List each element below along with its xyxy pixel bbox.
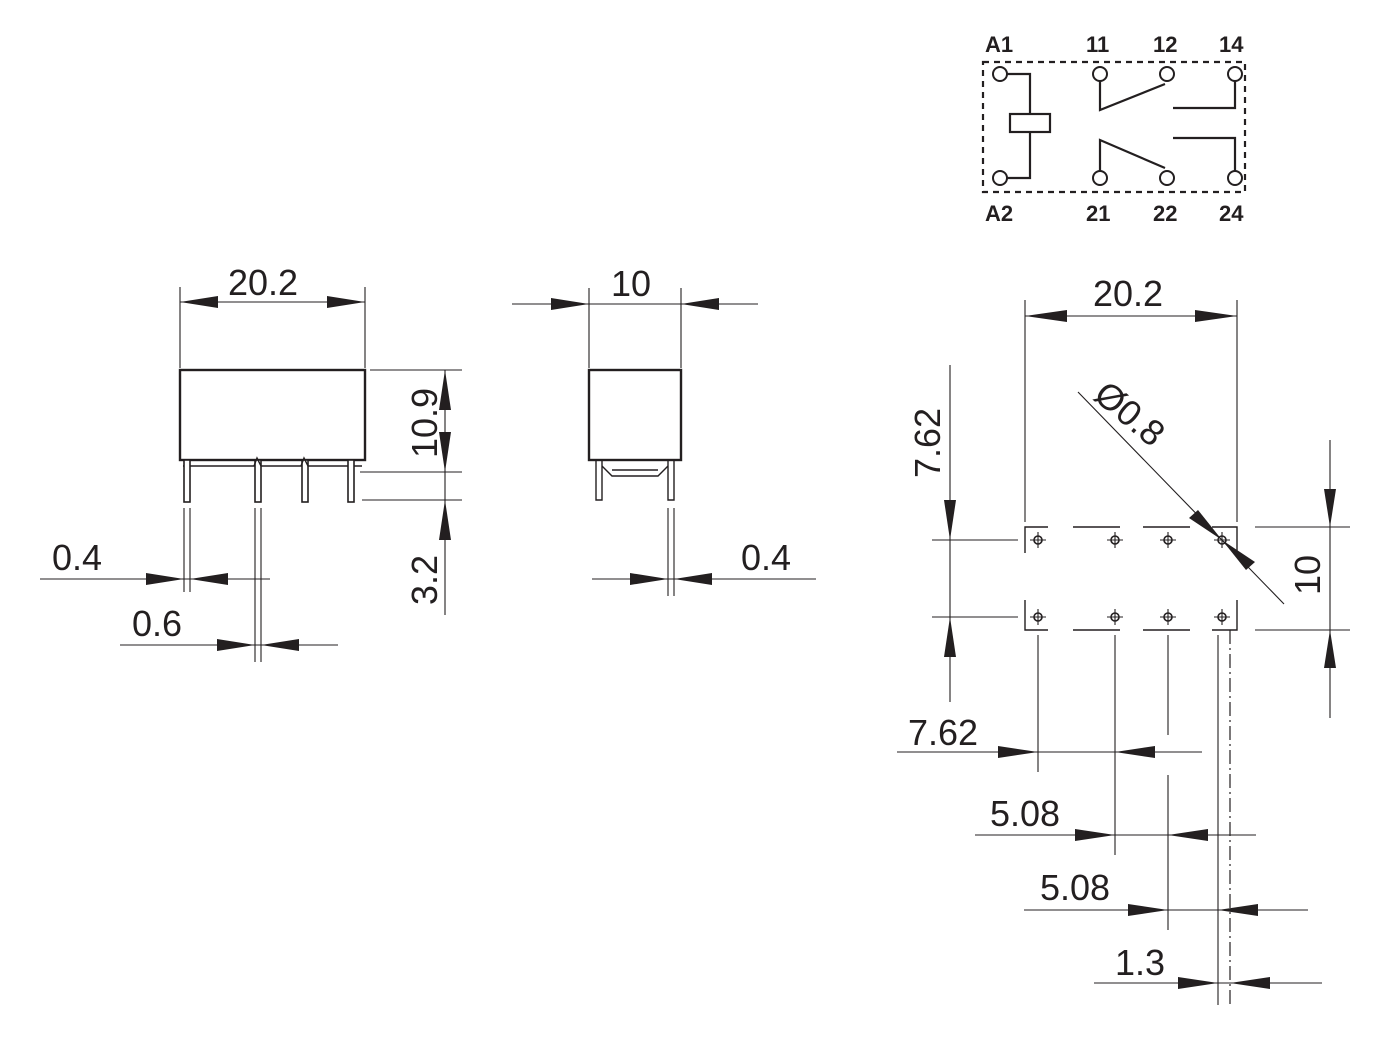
arrow [674,573,712,585]
arrow [998,746,1038,758]
side-view: 20.2 10.9 3.2 0.4 0.6 [40,262,462,662]
contact-1-common [1098,74,1166,112]
side-pin-3 [301,459,309,503]
label-22: 22 [1153,201,1177,226]
label-a1: A1 [985,32,1013,57]
terminal-a1 [992,66,1008,82]
arrow [681,298,719,310]
dim-pin-length: 3.2 [404,555,445,605]
terminal-14 [1227,66,1243,82]
dim-side-width: 20.2 [228,262,298,303]
leader-line [1077,391,1285,605]
terminal-12 [1159,66,1175,82]
arrow [439,500,451,540]
dim-end-width: 10 [611,263,651,304]
arrow [146,573,184,585]
coil-symbol [1008,112,1052,134]
arrow [1218,904,1258,916]
terminal-22 [1159,170,1175,186]
label-14: 14 [1219,32,1244,57]
relay-body-side [178,368,367,462]
arrow [217,639,255,651]
dim-offset-horizontal: 7.62 [908,712,978,753]
dim-footprint-width: 20.2 [1093,273,1163,314]
outline-corner [1212,526,1238,553]
dim-offset-last: 1.3 [1115,942,1165,983]
hole-crosshairs [1030,532,1230,625]
coil-lead-top [1000,72,1032,114]
dim-pitch-2: 5.08 [1040,867,1110,908]
contact-2-common [1098,138,1166,178]
side-pin-1 [183,459,191,503]
arrow [439,370,451,410]
arrow [630,573,668,585]
arrow [1324,489,1336,527]
dim-pin-thickness: 0.6 [132,603,182,644]
arrow [1115,746,1155,758]
dim-offset-vertical: 7.62 [907,408,948,478]
relay-body-end [587,368,683,462]
arrow [944,617,956,657]
terminal-11 [1092,66,1108,82]
relay-schematic: A1 11 12 14 A2 21 22 24 [981,32,1247,226]
arrow [1324,630,1336,668]
dim-hole-diameter: Ø0.8 [1087,373,1173,455]
outline-corner [1024,600,1048,631]
arrow [261,639,299,651]
schematic-outline [981,60,1247,194]
label-24: 24 [1219,201,1244,226]
arrow [1222,540,1255,570]
arrow [1230,977,1270,989]
footprint-holes [1030,532,1230,625]
contact-1-no [1173,74,1237,110]
arrow [944,500,956,540]
label-a2: A2 [985,201,1013,226]
label-12: 12 [1153,32,1177,57]
arrow [1075,829,1115,841]
end-pins [595,460,675,501]
terminal-21 [1092,170,1108,186]
terminal-24 [1227,170,1243,186]
pcb-footprint: 20.2 Ø0.8 10 7.62 7.62 5.08 [897,273,1350,1005]
arrow [190,573,228,585]
outline-edge [1073,526,1120,631]
outline-edge [1143,526,1190,631]
contact-2-no [1173,136,1237,178]
side-pin-2 [254,459,262,503]
pin-shoulders [253,456,309,467]
terminal-a2 [992,170,1008,186]
dim-row-spacing: 10 [1287,555,1328,595]
arrow [180,296,218,308]
dim-side-height: 10.9 [404,388,445,458]
arrow [1128,904,1168,916]
outline-corner [1024,526,1048,553]
end-foot [601,465,669,477]
arrow [1178,977,1218,989]
dim-pin-width-end: 0.4 [741,537,791,578]
end-view: 10 0.4 [512,263,816,596]
arrow [1168,829,1208,841]
arrow [439,432,451,472]
label-21: 21 [1086,201,1110,226]
side-pin-4 [347,459,355,503]
dim-pitch-1: 5.08 [990,793,1060,834]
label-11: 11 [1086,32,1109,57]
arrow [327,296,365,308]
arrow [1025,310,1067,322]
arrow [551,298,589,310]
arrow [1189,510,1222,540]
outline-corner [1212,600,1238,631]
arrow [1195,310,1237,322]
dim-pin-width-side: 0.4 [52,537,102,578]
coil-lead-bottom [1000,132,1032,180]
